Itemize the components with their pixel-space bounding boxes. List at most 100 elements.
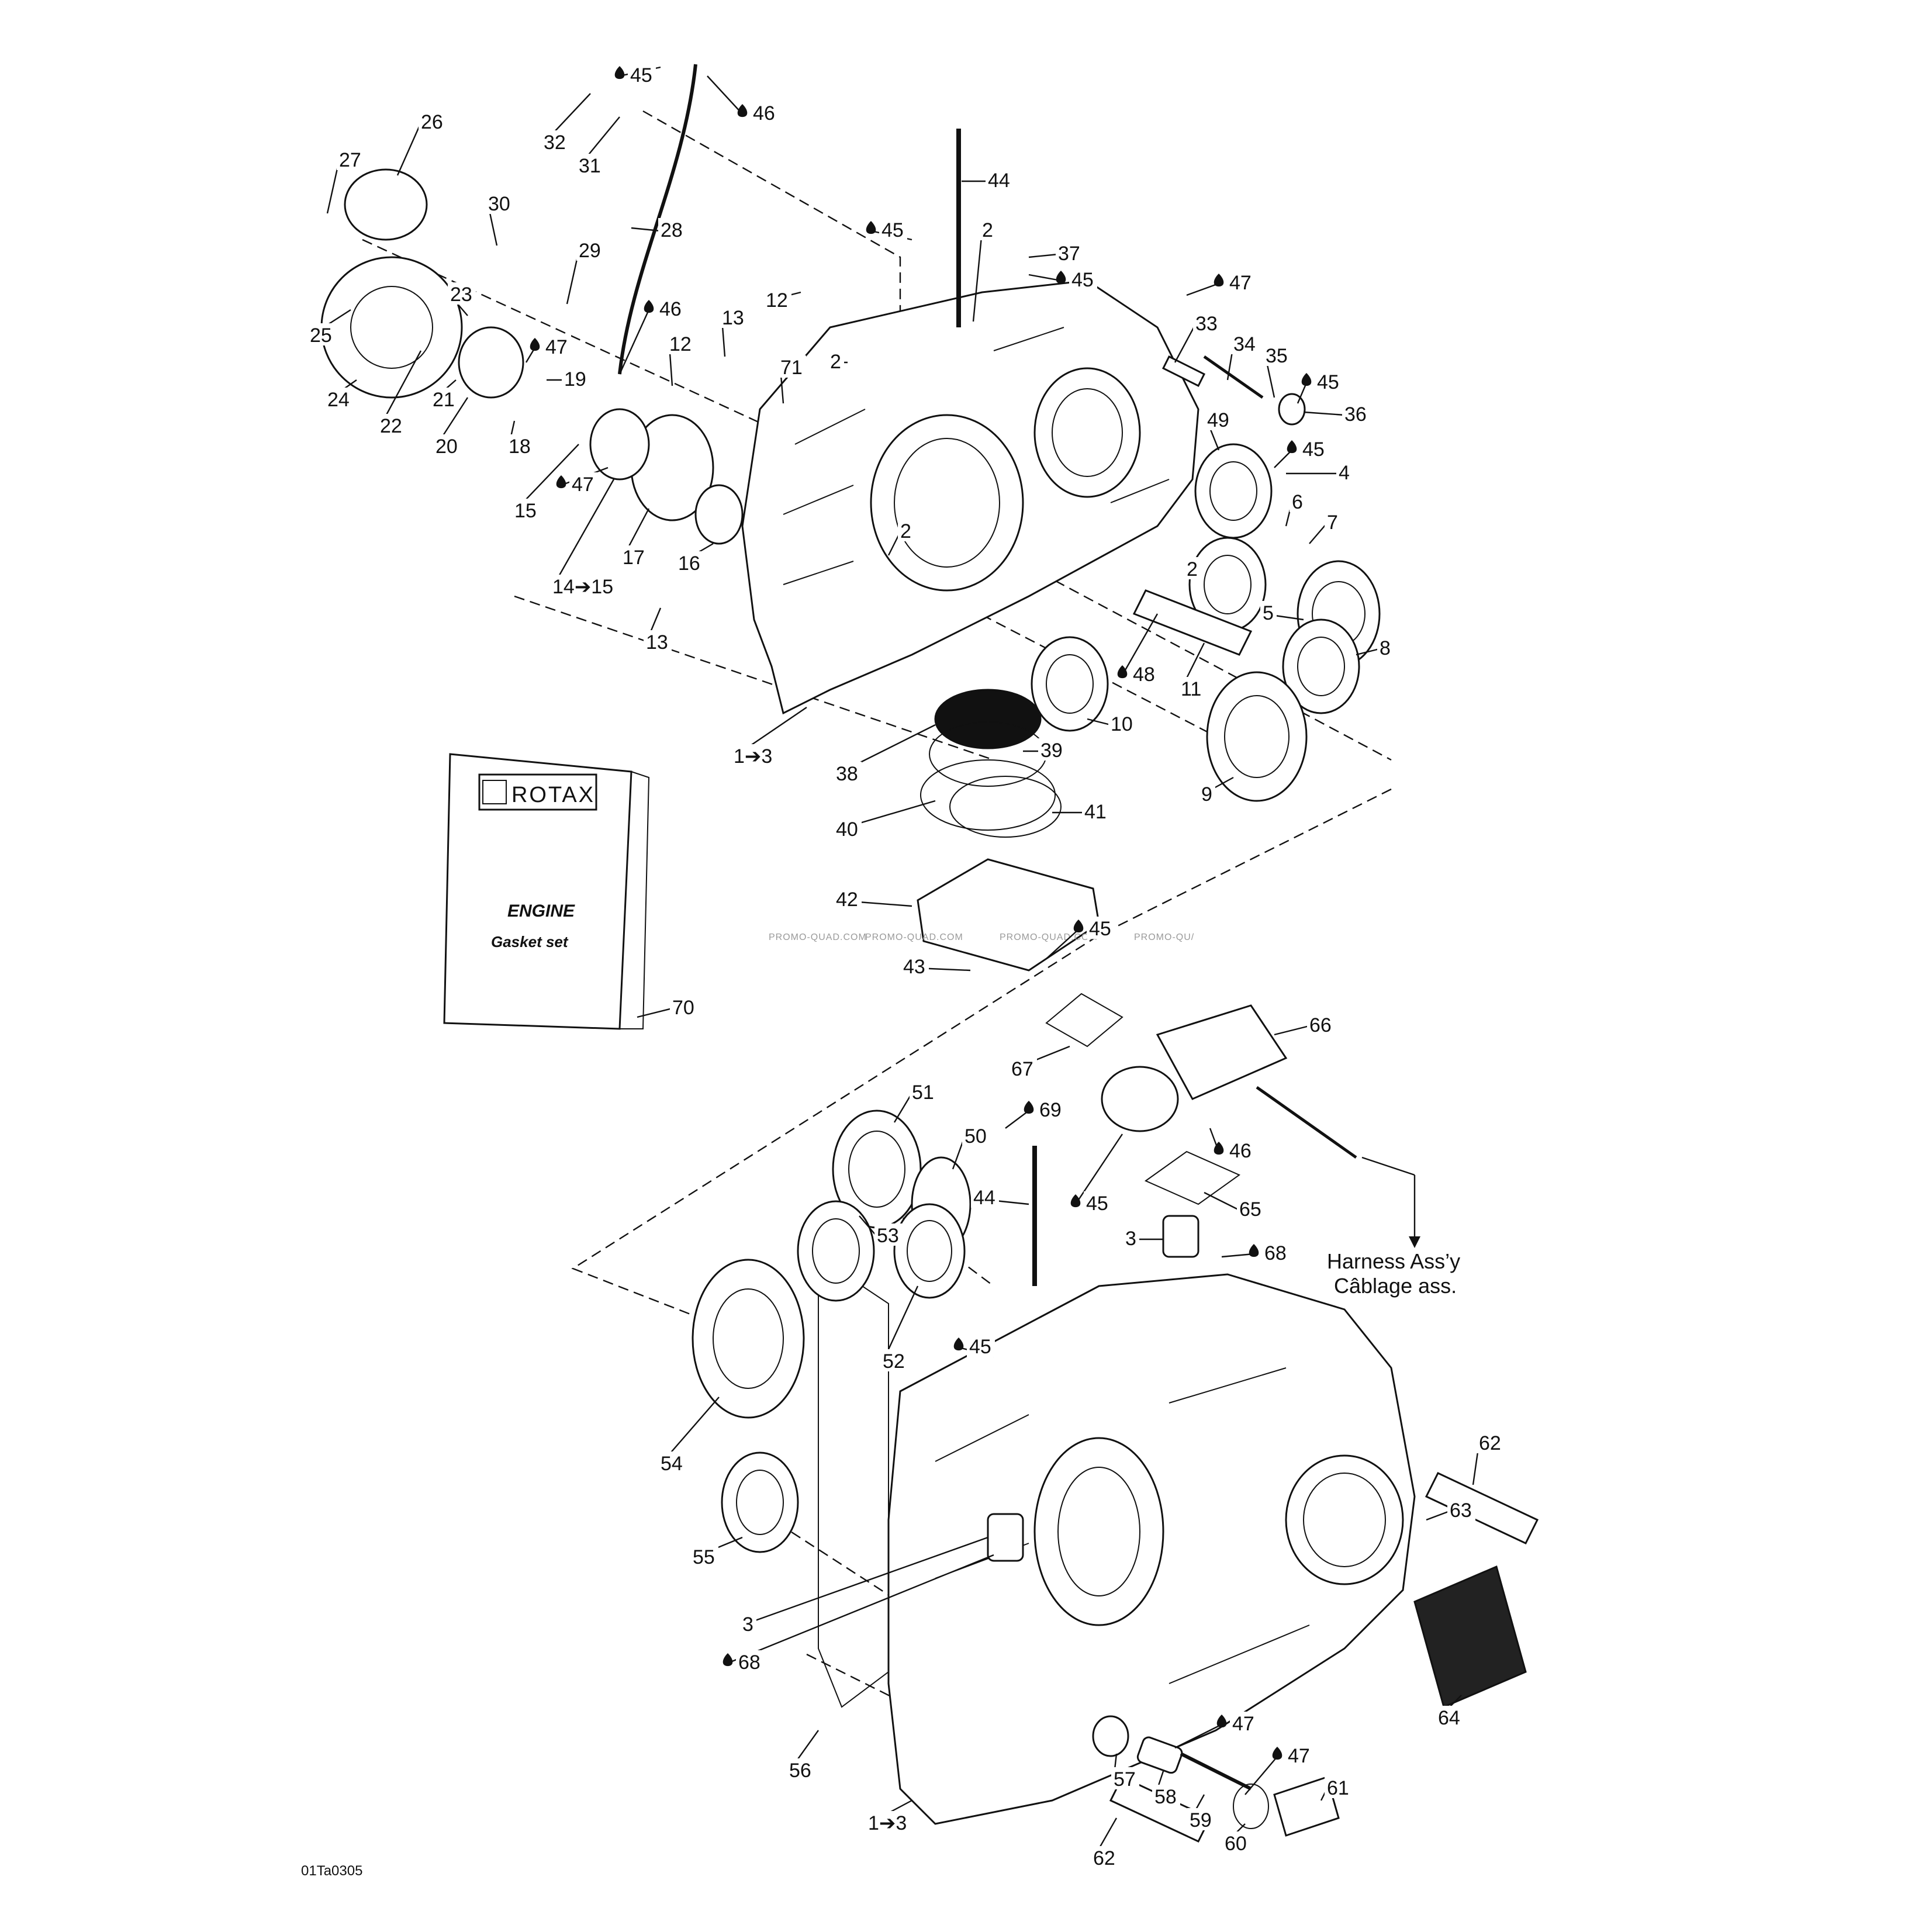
callout-c48: 48 <box>1117 613 1159 686</box>
callout-c55: 55 <box>690 1536 743 1568</box>
solenoid-66 <box>1156 1004 1288 1100</box>
plug-61 <box>1273 1776 1340 1837</box>
callout-number: 43 <box>903 956 925 978</box>
callout-number: 36 <box>1344 403 1367 426</box>
callout-number: 65 <box>1239 1198 1261 1221</box>
callout-number: 47 <box>572 474 594 496</box>
callout-c49: 49 <box>1205 408 1233 451</box>
bearing-8 <box>1282 618 1360 714</box>
callout-c28: 28 <box>631 218 686 241</box>
block-64 <box>1413 1565 1527 1709</box>
leader-line <box>1303 411 1345 416</box>
callout-number: 33 <box>1195 313 1218 335</box>
callout-number: 45 <box>1071 269 1094 291</box>
oil-drop-icon <box>953 1337 964 1351</box>
seat-57 <box>1092 1715 1129 1757</box>
callout-number: 37 <box>1058 243 1080 265</box>
leader-line <box>972 230 983 322</box>
callout-c2b: 2 <box>828 350 848 373</box>
callout-c67: 67 <box>1009 1045 1070 1080</box>
callout-number: 46 <box>1229 1140 1252 1162</box>
leader-line <box>1186 282 1219 296</box>
callout-number: 29 <box>579 240 601 262</box>
callout-c46c: 46 <box>1209 1128 1255 1162</box>
callout-number: 69 <box>1039 1099 1062 1121</box>
callout-c9: 9 <box>1199 776 1234 806</box>
callout-c65: 65 <box>1204 1191 1265 1221</box>
shaft-11 <box>1132 589 1253 656</box>
leader-line <box>1174 1723 1222 1749</box>
callout-number: 57 <box>1114 1768 1136 1791</box>
leader-line <box>707 75 743 115</box>
callout-c35: 35 <box>1263 344 1291 398</box>
callout-c8: 8 <box>1356 636 1394 659</box>
leader-line <box>1204 1191 1240 1211</box>
callout-pad <box>1082 800 1110 822</box>
callout-number: 47 <box>545 336 568 358</box>
oil-drop-icon <box>1216 1715 1227 1728</box>
callout-number: 26 <box>421 111 443 133</box>
watermark-2: PROMO-QUAD.COM <box>865 932 963 942</box>
callout-pad <box>1087 917 1115 939</box>
callout-pad <box>1123 1226 1139 1249</box>
callout-number: 45 <box>1086 1193 1108 1215</box>
callout-number: 53 <box>877 1225 899 1247</box>
gasket-65 <box>1144 1150 1241 1205</box>
leader-line <box>1087 718 1111 726</box>
leader-line <box>551 479 615 588</box>
harness-note: Harness Ass’y Câblage ass. <box>1327 1156 1460 1298</box>
callout-number: 3 <box>1125 1228 1136 1250</box>
callout-pad <box>658 1451 686 1474</box>
callout-number: 52 <box>883 1350 905 1373</box>
callout-number: 45 <box>969 1336 991 1358</box>
callout-c44b: 44 <box>971 1186 1029 1209</box>
callout-pad <box>874 1224 903 1246</box>
callout-pad <box>1069 268 1097 290</box>
callout-pad <box>1111 1767 1139 1789</box>
oil-tube <box>618 64 697 375</box>
callout-pad <box>658 218 686 240</box>
leader-line <box>1426 1510 1450 1521</box>
callout-number: 67 <box>1011 1058 1033 1080</box>
callout-c13b: 13 <box>644 607 672 654</box>
callout-number: 4 <box>1339 462 1350 484</box>
oil-drop-icon <box>1214 1142 1224 1155</box>
lower-crankcase <box>818 1256 1416 1825</box>
callout-c18: 18 <box>506 420 534 458</box>
callout-c12b: 12 <box>667 332 695 386</box>
callout-c24: 24 <box>325 379 357 411</box>
callout-c46a: 46 <box>707 75 779 125</box>
callout-pad <box>736 1650 764 1672</box>
callout-number: 20 <box>435 436 458 458</box>
callout-pad <box>898 519 914 541</box>
bushing-3b <box>987 1513 1024 1562</box>
callout-number: 19 <box>564 368 586 390</box>
callout-pad <box>1290 490 1306 512</box>
callout-c45g: 45 <box>1070 1133 1123 1215</box>
leader-line <box>631 227 661 232</box>
piston-58 <box>1136 1736 1183 1774</box>
callout-number: 14➔15 <box>552 576 613 598</box>
callout-number: 64 <box>1438 1707 1460 1729</box>
callout-pad <box>763 288 791 310</box>
cover-42 <box>917 858 1100 972</box>
callout-pad <box>879 218 907 240</box>
callout-number: 54 <box>661 1453 683 1475</box>
callout-pad <box>740 1612 756 1634</box>
callout-number: 30 <box>488 193 510 215</box>
pin-33 <box>1161 355 1206 388</box>
leader-line <box>1046 929 1079 959</box>
callout-number: 61 <box>1327 1777 1349 1799</box>
callout-c31: 31 <box>576 116 620 177</box>
callout-c64: 64 <box>1436 1695 1464 1729</box>
leader-line <box>396 122 422 176</box>
callout-number: 13 <box>646 631 668 654</box>
callout-number: 2 <box>830 351 841 373</box>
callout-c23: 23 <box>448 282 476 316</box>
callout-number: 16 <box>678 552 700 575</box>
pin-62b <box>1109 1776 1212 1843</box>
leader-line <box>742 1536 988 1626</box>
callout-pad <box>1187 1808 1215 1830</box>
